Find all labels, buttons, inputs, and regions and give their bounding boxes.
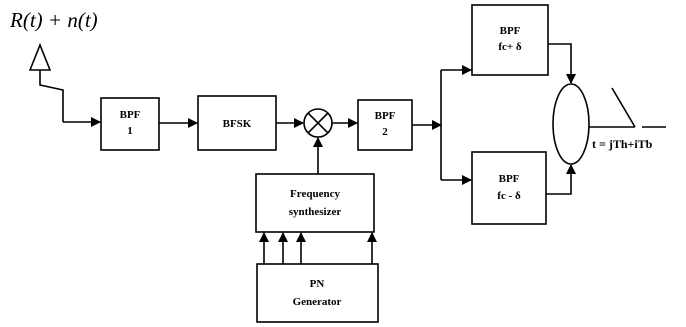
svg-text:Generator: Generator [293,296,342,308]
mixer-icon [303,108,333,138]
svg-text:PN: PN [310,278,325,290]
bpf-lower-block: BPF fc - δ [471,151,547,225]
sampling-switch-icon [589,87,666,128]
frequency-synthesizer-block: Frequency synthesizer [255,173,375,233]
sampling-time-label: t = jTh+iTb [592,137,653,151]
input-signal-label: R(t) + n(t) [9,8,98,32]
svg-text:Frequency: Frequency [290,188,340,200]
svg-text:BFSK: BFSK [223,118,252,130]
svg-text:synthesizer: synthesizer [289,206,342,218]
svg-text:BPF: BPF [499,173,520,185]
svg-text:2: 2 [382,126,388,138]
svg-text:BPF: BPF [120,109,141,121]
svg-text:1: 1 [127,125,133,137]
bpf-upper-freq: fc+ δ [498,41,522,53]
bfsk-block: BFSK [197,95,277,151]
splitter-wires [440,65,472,185]
svg-text:BPF: BPF [500,25,521,37]
bpf-upper-block: BPF fc+ δ [471,4,549,76]
bpf-lower-freq: fc - δ [497,190,521,202]
bpf-2-block: BPF 2 [357,99,413,151]
antenna-icon [28,42,101,127]
svg-text:BPF: BPF [375,110,396,122]
combiner-ellipse [552,83,590,165]
combiner-wires [546,43,576,195]
pn-bus-wires [259,232,377,264]
pn-generator-block: PN Generator [256,263,379,323]
bpf-1-block: BPF 1 [100,97,160,151]
